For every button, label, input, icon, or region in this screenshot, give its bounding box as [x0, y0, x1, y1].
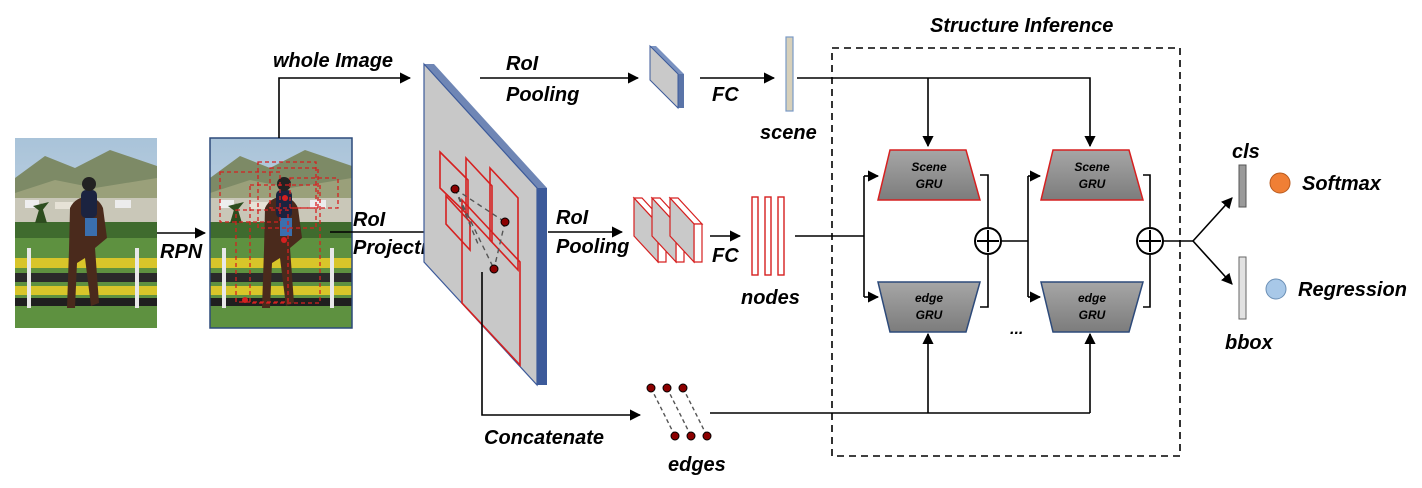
scene-gru-2-label-2: GRU [1079, 177, 1106, 191]
scene-gru-1-out [980, 174, 989, 227]
edge-gru-2-out [1143, 255, 1151, 308]
edge-vectors [646, 383, 712, 441]
scene-gru-1-label-2: GRU [916, 177, 943, 191]
edge-gru-1-label-2: GRU [916, 308, 943, 322]
fc-top-label: FC [712, 84, 739, 106]
edge-gru-1-out [980, 255, 989, 308]
bbox-label: bbox [1225, 332, 1274, 354]
bbox-branch-arrow [1192, 240, 1233, 285]
scene-gru-1-label-1: Scene [911, 160, 947, 174]
proposal-image [209, 137, 353, 329]
edge-gru-2-label-2: GRU [1079, 308, 1106, 322]
fc-mid-label: FC [712, 245, 739, 267]
scene-gru-2-label-1: Scene [1074, 160, 1110, 174]
input-image [15, 138, 157, 328]
plus-circle-icon [974, 227, 1002, 255]
roi-pooling-mid-label-2: Pooling [556, 236, 629, 258]
cls-vector [1238, 164, 1247, 208]
structure-inference-box [831, 47, 1181, 457]
roi-projection-label-1: RoI [353, 209, 386, 231]
ellipsis-label: ... [1010, 321, 1023, 338]
roi-pooling-top-label-2: Pooling [506, 84, 579, 106]
whole-image-arrow [278, 72, 412, 138]
concatenate-arrow [481, 272, 642, 421]
cls-branch-arrow [1192, 197, 1233, 242]
scene-vector [785, 36, 794, 112]
node-vectors [751, 196, 785, 276]
node-pooled-features [632, 196, 704, 264]
plus-circle-icon [1136, 227, 1164, 255]
nodes-label: nodes [741, 287, 800, 309]
scene-label: scene [760, 122, 817, 144]
regression-dot [1265, 278, 1287, 300]
concatenate-label: Concatenate [484, 427, 604, 449]
scene-gru-2: Scene GRU [1040, 149, 1144, 201]
edge-gru-2: edge GRU [1040, 281, 1144, 333]
scene-gru-2-out [1143, 174, 1151, 227]
scene-pooled-feature [649, 44, 684, 110]
feature-map [423, 62, 547, 387]
rpn-label: RPN [160, 241, 203, 263]
whole-image-label: whole Image [273, 50, 393, 72]
scene-feed-2 [797, 77, 1096, 148]
structure-inference-title: Structure Inference [930, 15, 1113, 37]
bbox-vector [1238, 256, 1247, 320]
regression-label: Regression [1298, 279, 1407, 301]
softmax-dot [1269, 172, 1291, 194]
edge-gru-2-label-1: edge [1078, 291, 1106, 305]
cls-label: cls [1232, 141, 1260, 163]
edge-gru-1: edge GRU [877, 281, 981, 333]
roi-pooling-mid-label-1: RoI [556, 207, 589, 229]
softmax-label: Softmax [1302, 173, 1382, 195]
scene-gru-1: Scene GRU [877, 149, 981, 201]
roi-pooling-top-label-1: RoI [506, 53, 539, 75]
edge-gru-1-label-1: edge [915, 291, 943, 305]
edges-label: edges [668, 454, 726, 476]
